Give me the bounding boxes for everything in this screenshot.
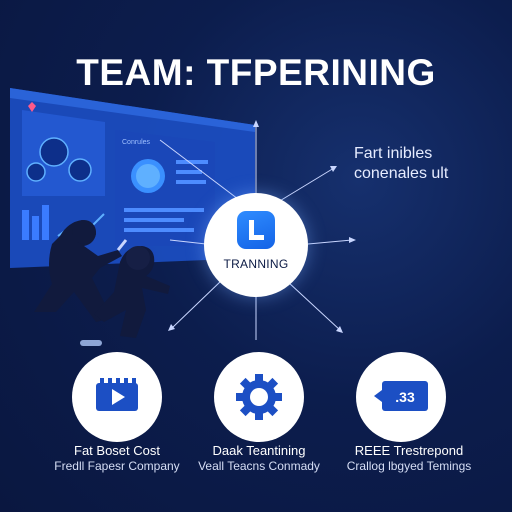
- gear-icon: [236, 374, 282, 420]
- description-line-1: Fart inibles: [354, 145, 433, 162]
- hub-label: TRANNING: [223, 257, 289, 271]
- connector-lines: [159, 124, 353, 340]
- screen-label: Conrules: [122, 139, 151, 146]
- feature-subtitle-2: Veall Teacns Conmady: [198, 459, 320, 473]
- training-hub[interactable]: TRANNING: [204, 193, 308, 297]
- feature-counter-button[interactable]: .33: [356, 352, 446, 442]
- screen-counter-icon: .33: [374, 381, 428, 411]
- counter-badge: .33: [395, 389, 415, 405]
- connector-arrowheads: [168, 120, 356, 333]
- feature-subtitle-3: Crallog lbgyed Temings: [346, 459, 472, 473]
- description-line-2: conenales ult: [354, 165, 449, 182]
- dashboard-screen: [10, 88, 255, 268]
- feature-title-2: Daak Teantining: [212, 443, 306, 458]
- feature-title-1: Fat Boset Cost: [74, 443, 160, 458]
- feature-gear-button[interactable]: [214, 352, 304, 442]
- app-l-icon: [237, 211, 275, 249]
- feature-subtitle-1: Fredll Fapesr Company: [54, 459, 180, 473]
- page-title: TEAM: TFPERINING: [76, 52, 436, 93]
- feature-title-3: REEE Trestrepond: [354, 443, 464, 458]
- feature-video-button[interactable]: [72, 352, 162, 442]
- people-silhouette: [34, 220, 170, 346]
- video-play-icon: [96, 378, 138, 411]
- description-text: Fart inibles conenales ult: [354, 144, 448, 184]
